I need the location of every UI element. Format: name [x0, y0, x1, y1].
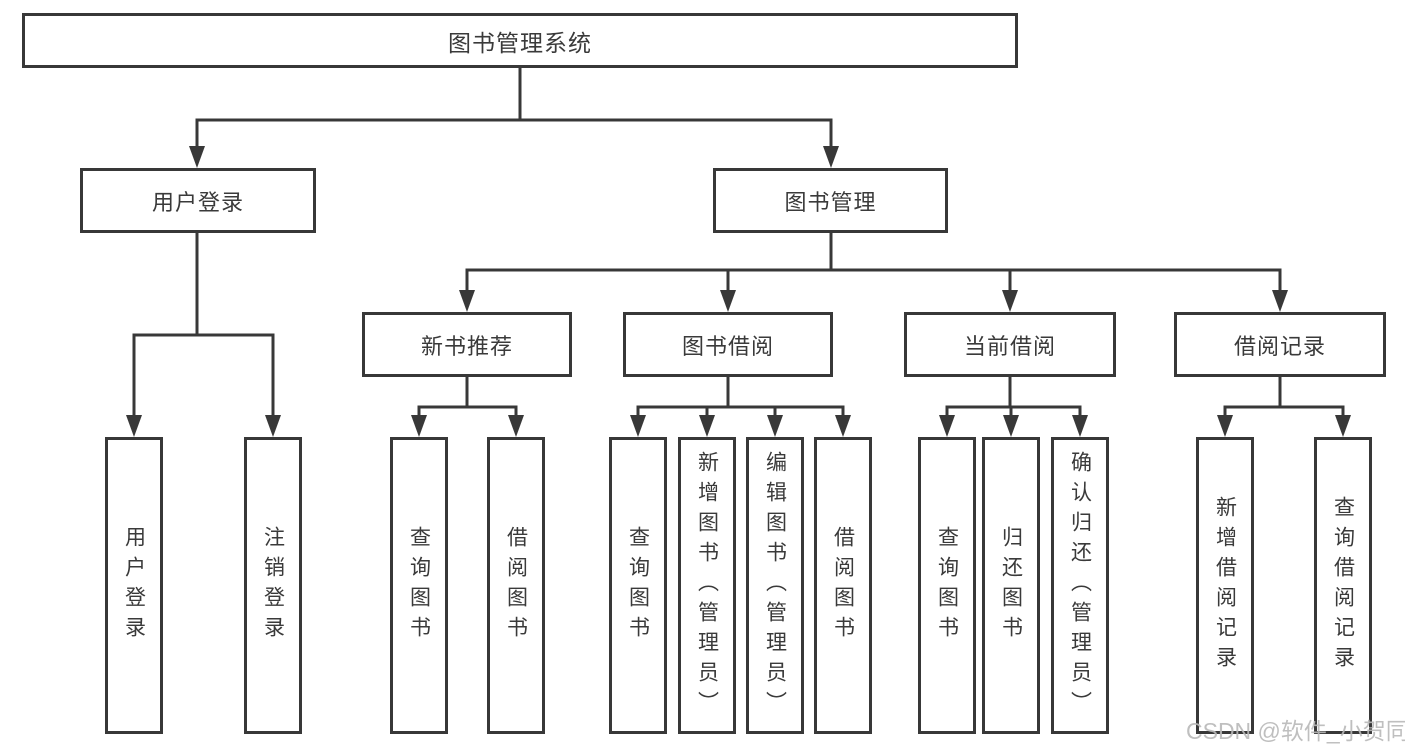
- leaf-borrow-books-recommend: 借阅图书: [487, 437, 545, 734]
- node-label: 当前借阅: [963, 333, 1056, 359]
- node-borrow-records: 借阅记录: [1174, 312, 1386, 377]
- node-label: 归还图书: [999, 525, 1023, 646]
- node-label: 查询图书: [626, 525, 650, 646]
- node-label: 新书推荐: [420, 333, 513, 359]
- leaf-query-books-recommend: 查询图书: [390, 437, 448, 734]
- leaf-logout: 注销登录: [244, 437, 302, 734]
- node-current-borrow: 当前借阅: [904, 312, 1116, 377]
- leaf-query-books-borrow: 查询图书: [609, 437, 667, 734]
- leaf-add-borrow-record: 新增借阅记录: [1196, 437, 1254, 734]
- leaf-confirm-return-admin: 确认归还（管理员）: [1051, 437, 1109, 734]
- leaf-edit-books-admin: 编辑图书（管理员）: [746, 437, 804, 734]
- leaf-return-books: 归还图书: [982, 437, 1040, 734]
- node-label: 新增图书（管理员）: [695, 450, 719, 721]
- node-book-management: 图书管理: [713, 168, 948, 233]
- node-label: 图书借阅: [681, 333, 774, 359]
- leaf-user-login: 用户登录: [105, 437, 163, 734]
- leaf-query-borrow-record: 查询借阅记录: [1314, 437, 1372, 734]
- node-label: 注销登录: [261, 525, 285, 646]
- node-new-book-recommend: 新书推荐: [362, 312, 572, 377]
- node-label: 编辑图书（管理员）: [763, 450, 787, 721]
- node-label: 查询图书: [407, 525, 431, 646]
- node-root-library-system: 图书管理系统: [22, 13, 1018, 68]
- csdn-watermark: CSDN @软件_小贺同学: [1186, 718, 1405, 744]
- node-label: 确认归还（管理员）: [1068, 450, 1092, 721]
- node-label: 借阅图书: [504, 525, 528, 646]
- node-label: 用户登录: [151, 189, 244, 215]
- node-label: 查询借阅记录: [1331, 495, 1355, 676]
- node-label: 借阅图书: [831, 525, 855, 646]
- leaf-query-books-current: 查询图书: [918, 437, 976, 734]
- node-label: 新增借阅记录: [1213, 495, 1237, 676]
- node-label: 查询图书: [935, 525, 959, 646]
- node-user-login: 用户登录: [80, 168, 316, 233]
- node-label: 图书管理: [784, 189, 877, 215]
- node-label: 图书管理系统: [448, 29, 592, 56]
- node-label: 借阅记录: [1233, 333, 1326, 359]
- leaf-add-books-admin: 新增图书（管理员）: [678, 437, 736, 734]
- leaf-borrow-books: 借阅图书: [814, 437, 872, 734]
- node-label: 用户登录: [122, 525, 146, 646]
- node-book-borrow: 图书借阅: [623, 312, 833, 377]
